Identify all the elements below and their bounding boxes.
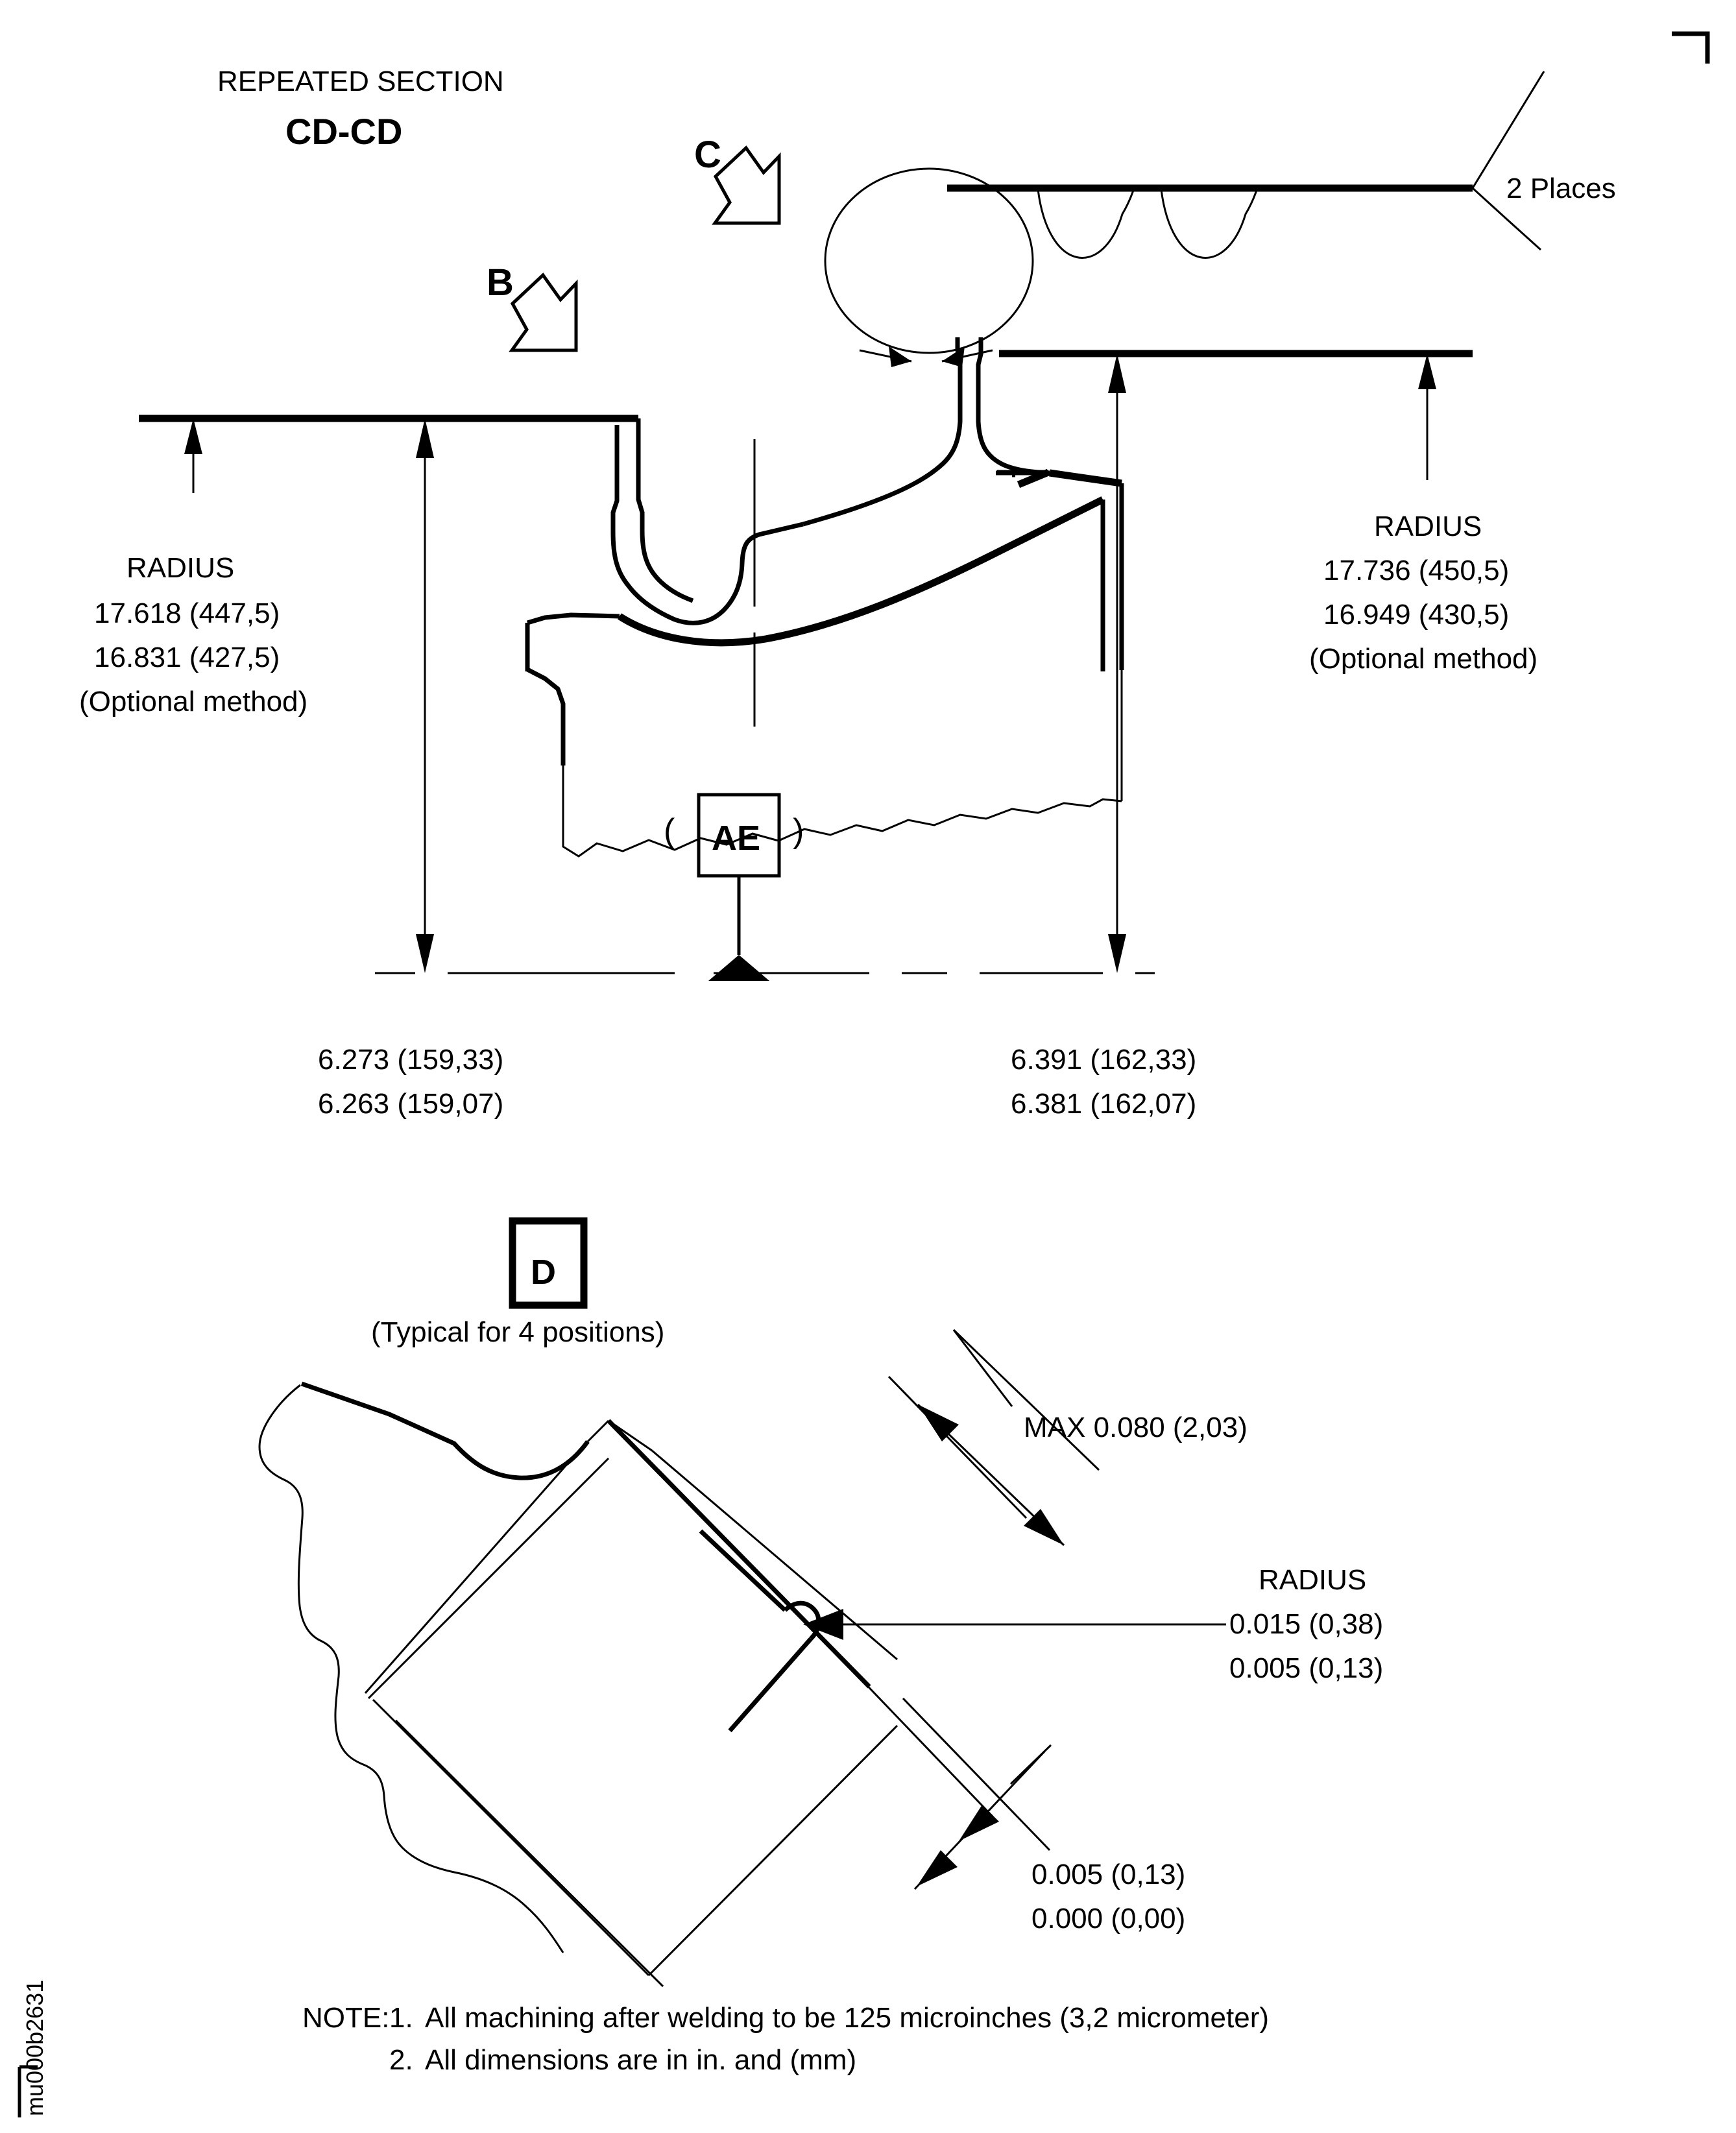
detail-d-symbol: D (Typical for 4 positions) xyxy=(371,1217,664,1348)
radius-right-lower: 16.949 (430,5) xyxy=(1323,599,1509,631)
view-arrow-b-letter: B xyxy=(487,261,514,304)
detail-radius-upper: 0.015 (0,38) xyxy=(1229,1608,1383,1640)
notes-block: NOTE: 1. All machining after welding to … xyxy=(302,2002,1269,2076)
scallop-arcs xyxy=(1037,188,1259,259)
view-arrow-b: B xyxy=(487,261,578,352)
dimension-left-height: 6.273 (159,33) 6.263 (159,07) xyxy=(318,418,503,1120)
detail-d-subtitle: (Typical for 4 positions) xyxy=(371,1316,664,1348)
corner-crop-mark xyxy=(1672,31,1710,64)
detail-d-letter: D xyxy=(531,1253,556,1292)
detail-radius-label: RADIUS xyxy=(1259,1564,1366,1596)
radius-right-note: (Optional method) xyxy=(1309,643,1537,675)
two-places-leader: 2 Places xyxy=(1471,71,1616,251)
detail-circle xyxy=(824,167,1034,354)
height-left-lower: 6.263 (159,07) xyxy=(318,1088,503,1120)
notes-prefix: NOTE: xyxy=(302,2002,389,2034)
title-line1: REPEATED SECTION xyxy=(217,66,504,97)
radius-left-label: RADIUS xyxy=(127,552,234,584)
note-2-num: 2. xyxy=(389,2044,413,2076)
detail-radius-callout: RADIUS 0.015 (0,38) 0.005 (0,13) xyxy=(803,1564,1383,1684)
radius-left-upper: 17.618 (447,5) xyxy=(94,597,280,629)
dimension-left-radius: RADIUS 17.618 (447,5) 16.831 (427,5) (Op… xyxy=(79,417,441,717)
datum-ae-close-paren: ) xyxy=(793,812,804,850)
detail-gap-lower: 0.000 (0,00) xyxy=(1031,1903,1185,1934)
detail-max-label: MAX 0.080 (2,03) xyxy=(1024,1412,1248,1443)
two-places-label: 2 Places xyxy=(1506,173,1616,204)
note-1-num: 1. xyxy=(389,2002,413,2034)
datum-ae-letter: AE xyxy=(712,819,760,858)
detail-d-box xyxy=(509,1217,588,1309)
title-line2: CD-CD xyxy=(285,111,402,152)
drawing-id: mu000b2631 xyxy=(21,1980,48,2116)
note-1-text: All machining after welding to be 125 mi… xyxy=(425,2002,1269,2034)
dimension-right-radius: RADIUS 17.736 (450,5) 16.949 (430,5) (Op… xyxy=(1309,354,1537,675)
detail-d-geometry xyxy=(258,1381,898,1988)
datum-triangle xyxy=(708,955,769,981)
datum-ae-open-paren: ( xyxy=(664,812,675,850)
view-arrow-c-letter: C xyxy=(694,134,721,176)
radius-right-upper: 17.736 (450,5) xyxy=(1323,555,1509,586)
note-2-text: All dimensions are in in. and (mm) xyxy=(425,2044,856,2076)
height-right-lower: 6.381 (162,07) xyxy=(1011,1088,1196,1120)
height-left-upper: 6.273 (159,33) xyxy=(318,1044,503,1076)
neck-thickness-arrows xyxy=(859,346,993,367)
radius-left-lower: 16.831 (427,5) xyxy=(94,642,280,673)
detail-gap-dimension: 0.005 (0,13) 0.000 (0,00) xyxy=(842,1659,1185,1934)
height-right-upper: 6.391 (162,33) xyxy=(1011,1044,1196,1076)
detail-gap-upper: 0.005 (0,13) xyxy=(1031,1859,1185,1890)
view-arrow-c: C xyxy=(694,134,781,225)
section-profile xyxy=(139,337,1124,858)
radius-left-note: (Optional method) xyxy=(79,686,307,717)
detail-max-dimension: MAX 0.080 (2,03) xyxy=(887,1329,1248,1547)
radius-right-label: RADIUS xyxy=(1374,511,1482,542)
datum-ae-symbol: ( AE ) xyxy=(664,793,804,981)
drawing-id-block: mu000b2631 xyxy=(18,1980,48,2117)
detail-radius-lower: 0.005 (0,13) xyxy=(1229,1652,1383,1684)
dimension-right-height: 6.391 (162,33) 6.381 (162,07) xyxy=(1011,354,1196,1120)
